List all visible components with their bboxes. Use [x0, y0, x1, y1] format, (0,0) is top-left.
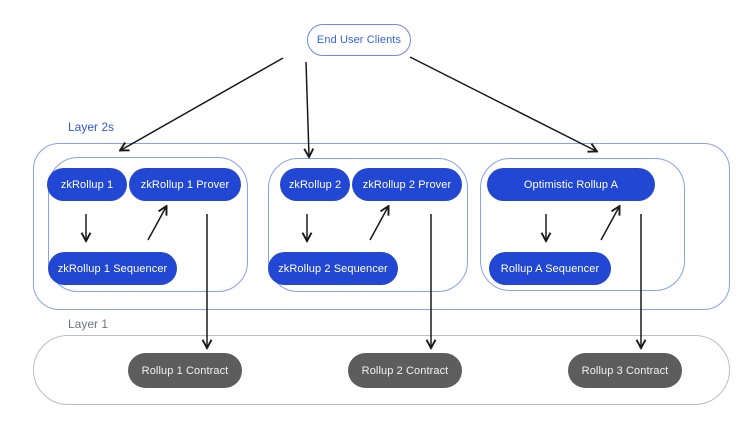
optimistic-rollup-a-node: Optimistic Rollup A: [487, 168, 655, 201]
zkrollup1-group-container: [48, 157, 248, 292]
rollup2-contract-node: Rollup 2 Contract: [348, 353, 462, 388]
zkrollup2-sequencer-node: zkRollup 2 Sequencer: [268, 252, 398, 285]
end-user-clients-node: End User Clients: [307, 24, 411, 56]
zkrollup1-node: zkRollup 1: [47, 168, 127, 201]
rollup-a-sequencer-node: Rollup A Sequencer: [489, 252, 611, 285]
zkrollup2-prover-node: zkRollup 2 Prover: [352, 168, 462, 201]
arrow-endusers-to-group2: [306, 61, 309, 156]
zkrollup2-node: zkRollup 2: [280, 168, 350, 201]
layer1-label: Layer 1: [68, 317, 109, 331]
layer1-container: [33, 335, 730, 405]
zkrollup1-sequencer-node: zkRollup 1 Sequencer: [48, 252, 177, 285]
zkrollup1-prover-node: zkRollup 1 Prover: [129, 168, 241, 201]
rollup3-contract-node: Rollup 3 Contract: [568, 353, 682, 388]
arrow-endusers-to-group3: [409, 56, 596, 151]
arrow-endusers-to-group1: [121, 57, 284, 150]
layer2s-label: Layer 2s: [68, 120, 115, 134]
layer2s-container: [33, 143, 730, 310]
rollup1-contract-node: Rollup 1 Contract: [128, 353, 242, 388]
zkrollup2-group-container: [268, 158, 468, 292]
optimistic-rollup-group-container: [480, 158, 685, 291]
